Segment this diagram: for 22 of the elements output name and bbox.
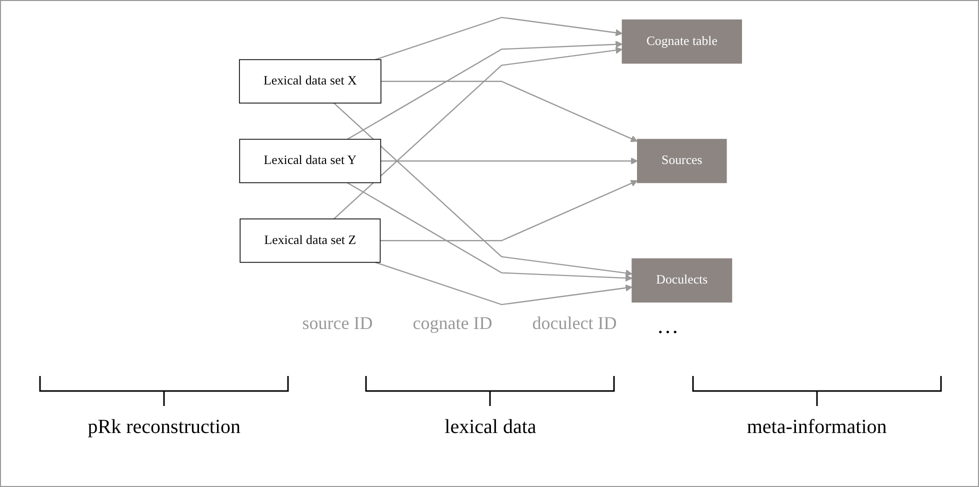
arrow [333,46,623,220]
group-label: pRk reconstruction [88,416,241,439]
node-box: Lexical data set Z [240,218,381,263]
arrow [347,182,632,282]
ellipsis: … [656,313,679,339]
arrow [333,102,632,277]
node-box: Lexical data set Y [239,138,382,184]
node-box: Cognate table [622,19,742,64]
arrow [380,157,638,165]
group-label: meta-information [746,416,887,439]
arrow [374,16,623,60]
id-note: doculect ID [532,313,617,335]
node-box: Sources [637,138,727,184]
arrow [347,40,623,140]
arrow [380,180,638,242]
node-box: Doculects [632,258,732,303]
group-label: lexical data [444,416,536,439]
arrow [374,262,632,306]
id-note: source ID [302,313,373,335]
arrow [380,80,638,142]
node-box: Lexical data set X [239,59,382,104]
id-note: cognate ID [412,313,492,335]
